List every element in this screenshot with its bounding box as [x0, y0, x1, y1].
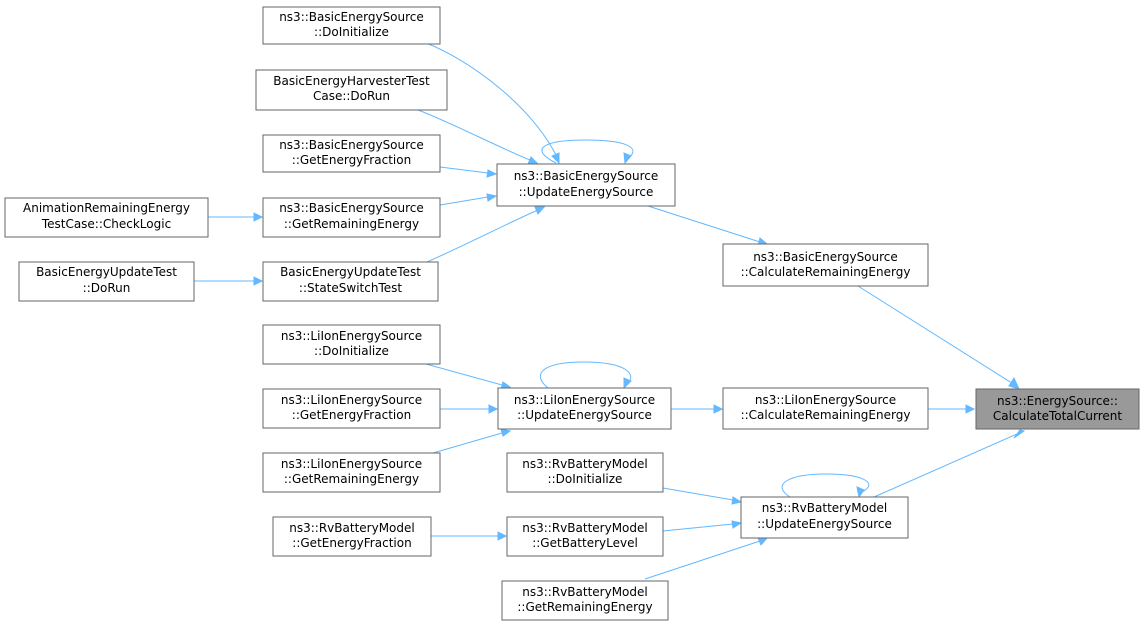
- node-label-line1: ns3::BasicEnergySource: [279, 201, 424, 215]
- node-label-line2: ::GetRemainingEnergy: [517, 600, 652, 614]
- node-rv-getbatterylevel[interactable]: ns3::RvBatteryModel ::GetBatteryLevel: [506, 516, 664, 557]
- node-label-line1: ns3::RvBatteryModel: [522, 457, 647, 471]
- node-label-line1: ns3::BasicEnergySource: [514, 169, 659, 183]
- node-label-line2: ::GetRemainingEnergy: [284, 472, 419, 486]
- edge-doinit-basic-to-update-basic: [425, 42, 560, 165]
- edge-getfrac-liion-to-update-liion: [440, 404, 499, 414]
- node-rv-getremainingenergy[interactable]: ns3::RvBatteryModel ::GetRemainingEnergy: [501, 580, 669, 621]
- node-label-line1: ns3::BasicEnergySource: [279, 138, 424, 152]
- edge-update-test-dorun-to-stateswitch: [194, 276, 264, 286]
- nodes: ns3::BasicEnergySource ::DoInitialize Ba…: [4, 6, 1140, 621]
- node-label-line1: BasicEnergyUpdateTest: [36, 265, 177, 279]
- node-label-line1: ns3::LiIonEnergySource: [281, 457, 422, 471]
- node-label-line2: CalculateTotalCurrent: [993, 409, 1122, 423]
- node-label-line2: ::UpdateEnergySource: [757, 517, 892, 531]
- node-basic-calculateremainingenergy[interactable]: ns3::BasicEnergySource ::CalculateRemain…: [722, 243, 929, 287]
- node-label-line2: ::DoInitialize: [314, 344, 389, 358]
- edge-calcrem-liion-to-target: [928, 404, 976, 414]
- node-label-line2: ::CalculateRemainingEnergy: [741, 265, 911, 279]
- node-stateswitchtest[interactable]: BasicEnergyUpdateTest ::StateSwitchTest: [262, 261, 439, 302]
- node-label-line2: ::GetBatteryLevel: [532, 536, 638, 550]
- node-rv-doinitialize[interactable]: ns3::RvBatteryModel ::DoInitialize: [506, 452, 664, 493]
- node-liion-updateenergysource[interactable]: ns3::LiIonEnergySource ::UpdateEnergySou…: [497, 387, 672, 430]
- edge-update-basic-self-loop: [541, 139, 634, 165]
- node-label-line2: Case::DoRun: [313, 89, 390, 103]
- node-rv-updateenergysource[interactable]: ns3::RvBatteryModel ::UpdateEnergySource: [740, 496, 909, 539]
- node-label-line2: TestCase::CheckLogic: [41, 217, 171, 231]
- edge-update-liion-to-calcrem-liion: [671, 404, 724, 414]
- node-label-line1: AnimationRemainingEnergy: [23, 201, 190, 215]
- edge-getrem-basic-to-update-basic: [439, 193, 498, 206]
- node-label-line2: ::GetEnergyFraction: [292, 408, 411, 422]
- edge-getlevel-rv-to-update-rv: [662, 520, 743, 532]
- node-label-line1: ns3::BasicEnergySource: [279, 10, 424, 24]
- node-liion-getremainingenergy[interactable]: ns3::LiIonEnergySource ::GetRemainingEne…: [262, 452, 441, 493]
- edge-anim-to-getrem-basic: [208, 212, 264, 222]
- node-label-line1: BasicEnergyHarvesterTest: [273, 74, 430, 88]
- node-basic-updateenergysource[interactable]: ns3::BasicEnergySource ::UpdateEnergySou…: [496, 163, 676, 207]
- edge-getfrac-rv-to-getlevel-rv: [431, 531, 508, 541]
- edge-doinit-rv-to-update-rv: [662, 487, 743, 505]
- node-label-line2: ::DoInitialize: [314, 25, 389, 39]
- node-label-line1: ns3::RvBatteryModel: [522, 585, 647, 599]
- node-label-line1: ns3::RvBatteryModel: [762, 501, 887, 515]
- node-label-line2: ::GetRemainingEnergy: [284, 217, 419, 231]
- node-label-line1: ns3::LiIonEnergySource: [281, 393, 422, 407]
- node-label-line2: ::CalculateRemainingEnergy: [741, 408, 911, 422]
- node-label-line1: ns3::LiIonEnergySource: [281, 329, 422, 343]
- node-basic-doinitialize[interactable]: ns3::BasicEnergySource ::DoInitialize: [262, 6, 441, 45]
- edge-doinit-liion-to-update-liion: [425, 363, 512, 390]
- node-liion-calculateremainingenergy[interactable]: ns3::LiIonEnergySource ::CalculateRemain…: [722, 387, 929, 430]
- node-rv-getenergyfraction[interactable]: ns3::RvBatteryModel ::GetEnergyFraction: [272, 516, 432, 557]
- node-animation-checklogic[interactable]: AnimationRemainingEnergy TestCase::Check…: [4, 197, 209, 238]
- node-label-line2: ::GetEnergyFraction: [292, 536, 411, 550]
- node-basic-getremainingenergy[interactable]: ns3::BasicEnergySource ::GetRemainingEne…: [262, 197, 441, 238]
- node-label-line2: ::GetEnergyFraction: [292, 153, 411, 167]
- node-label-line2: ::DoRun: [83, 281, 131, 295]
- edge-getrem-liion-to-update-liion: [425, 428, 512, 456]
- node-basic-getenergyfraction[interactable]: ns3::BasicEnergySource ::GetEnergyFracti…: [262, 134, 441, 173]
- edge-calcrem-basic-to-target: [857, 285, 1020, 390]
- node-label-line1: ns3::RvBatteryModel: [289, 521, 414, 535]
- node-update-test-dorun[interactable]: BasicEnergyUpdateTest ::DoRun: [18, 261, 195, 302]
- node-target-calculatetotalcurrent[interactable]: ns3::EnergySource:: CalculateTotalCurren…: [975, 388, 1140, 430]
- node-liion-doinitialize[interactable]: ns3::LiIonEnergySource ::DoInitialize: [262, 324, 441, 365]
- edge-getfrac-basic-to-update-basic: [439, 166, 498, 178]
- edge-update-basic-to-calcrem-basic: [647, 205, 769, 247]
- node-label-line2: ::UpdateEnergySource: [517, 408, 652, 422]
- node-label-line1: ns3::EnergySource::: [997, 394, 1118, 408]
- node-label-line1: ns3::LiIonEnergySource: [755, 393, 896, 407]
- node-label-line1: ns3::RvBatteryModel: [522, 521, 647, 535]
- edge-update-liion-self-loop: [539, 361, 632, 390]
- node-label-line2: ::DoInitialize: [548, 472, 623, 486]
- node-label-line2: ::UpdateEnergySource: [519, 185, 654, 199]
- edge-update-rv-self-loop: [781, 473, 870, 499]
- node-label-line1: ns3::BasicEnergySource: [753, 250, 898, 264]
- node-label-line2: ::StateSwitchTest: [299, 281, 402, 295]
- node-liion-getenergyfraction[interactable]: ns3::LiIonEnergySource ::GetEnergyFracti…: [262, 388, 441, 429]
- node-harvester-dorun[interactable]: BasicEnergyHarvesterTest Case::DoRun: [255, 69, 448, 111]
- node-label-line1: ns3::LiIonEnergySource: [514, 393, 655, 407]
- node-label-line1: BasicEnergyUpdateTest: [280, 265, 421, 279]
- edge-update-rv-to-target: [873, 429, 1026, 498]
- edge-stateswitch-to-update-basic: [419, 205, 547, 266]
